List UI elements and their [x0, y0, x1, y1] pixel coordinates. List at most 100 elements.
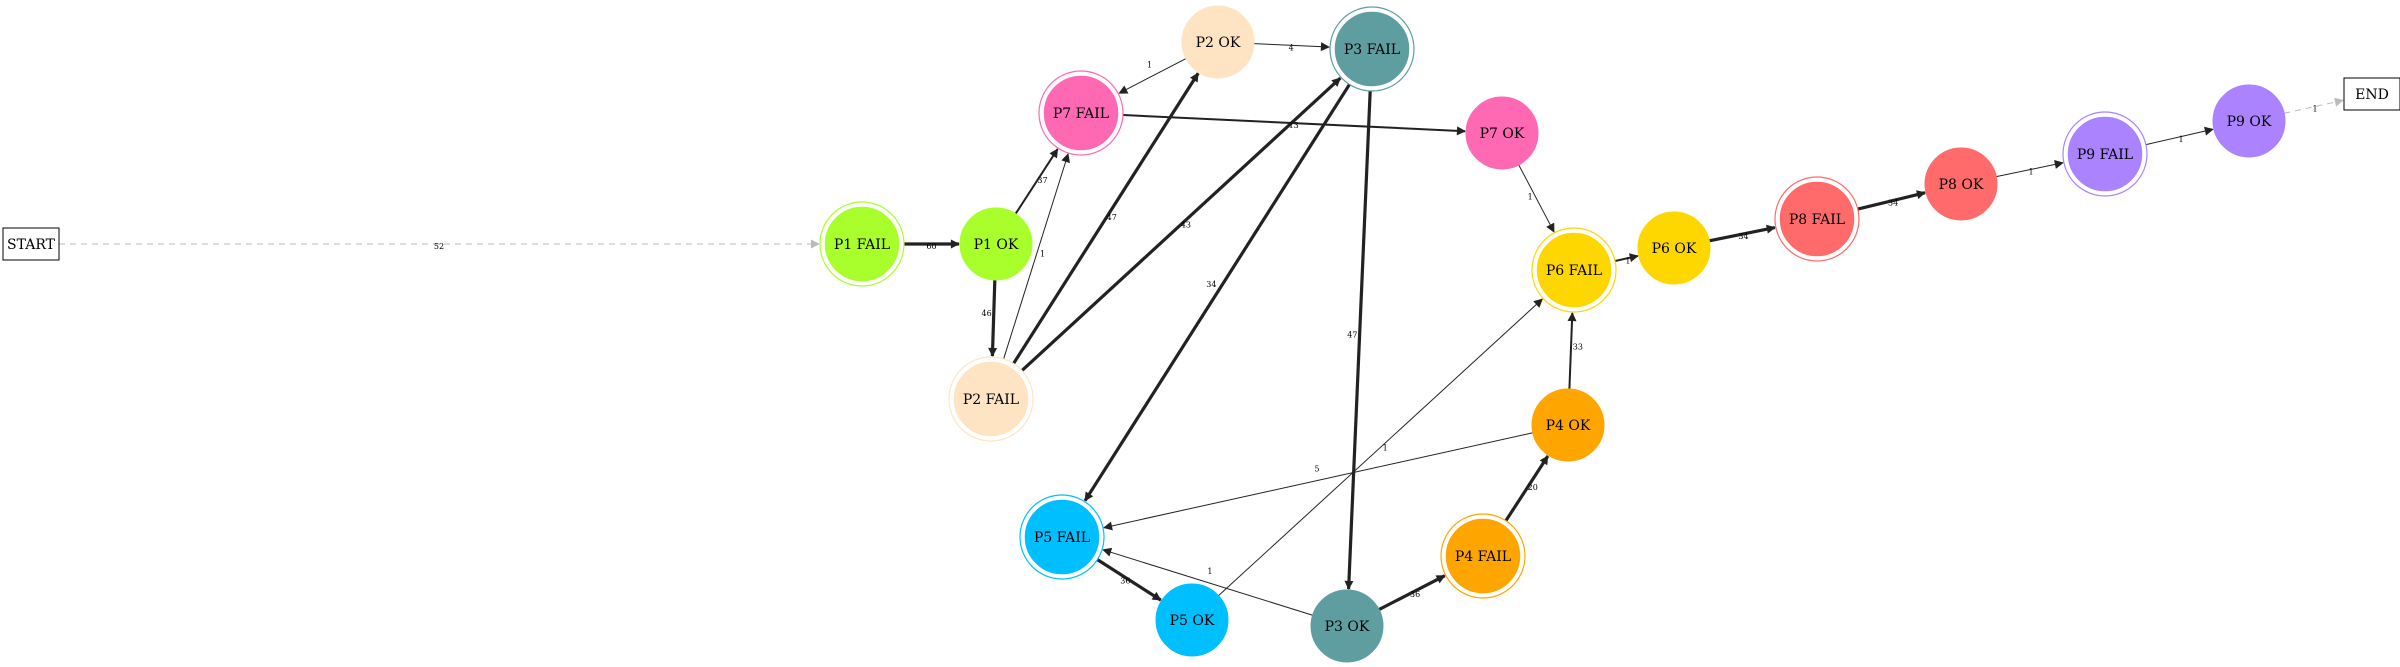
edge-P3F-P5F: 34	[1083, 83, 1351, 502]
edge-line	[1012, 72, 1200, 365]
node-start: START	[2, 227, 60, 261]
edge-label: 20	[1528, 483, 1538, 492]
node-p8f: P8 FAIL	[1774, 176, 1860, 262]
edge-P4O-P5F: 5	[1103, 432, 1533, 531]
node-circle	[1181, 5, 1255, 79]
node-end: END	[2343, 77, 2400, 111]
edge-line	[1122, 113, 1466, 136]
edge-P4F-P4O: 20	[1504, 455, 1550, 522]
edge-P2F-P3F: 43	[1020, 76, 1342, 372]
node-p1f: P1 FAIL	[819, 201, 905, 287]
edge-label: 46	[982, 309, 992, 318]
edge-line	[1567, 312, 1577, 390]
node-p4f: P4 FAIL	[1440, 513, 1526, 599]
edge-label: 43	[1181, 220, 1191, 229]
edge-line	[1253, 42, 1330, 52]
node-circle	[1042, 74, 1120, 152]
edge-label: 5	[1314, 464, 1319, 473]
node-outer-ring	[2062, 111, 2148, 197]
edge-label: 1	[1207, 567, 1212, 576]
edge-P9F-P9O: 1	[2145, 126, 2214, 146]
node-label: P5 OK	[1170, 613, 1215, 629]
node-layer: START END P1 FAIL P1 OK P2 FAIL P2 OK P7 FAIL P…	[2, 5, 2400, 663]
edge-line	[1857, 190, 1926, 211]
node-label: START	[7, 237, 56, 253]
edge-START-P1F: 52	[59, 239, 820, 251]
edge-line	[1102, 547, 1313, 616]
node-box	[2, 227, 60, 261]
edge-P7F-P7O: 13	[1122, 113, 1466, 136]
node-label: P3 OK	[1325, 619, 1370, 635]
node-box	[2343, 77, 2400, 111]
edge-P8F-P8O: 34	[1857, 190, 1926, 211]
node-p9o: P9 OK	[2212, 84, 2286, 158]
edge-label: 47	[1347, 331, 1357, 340]
node-p3f: P3 FAIL	[1329, 6, 1415, 92]
node-outer-ring	[948, 356, 1034, 442]
node-outer-ring	[819, 201, 905, 287]
edge-label: 34	[1738, 232, 1748, 241]
edge-line	[1096, 558, 1162, 602]
node-p1o: P1 OK	[959, 207, 1033, 281]
node-label: END	[2355, 87, 2389, 103]
edge-P2O-P7F: 1	[1118, 58, 1187, 94]
edge-label: 33	[1573, 342, 1583, 351]
node-label: P5 FAIL	[1034, 530, 1090, 546]
node-p8o: P8 OK	[1924, 147, 1998, 221]
edge-P3O-P4F: 36	[1378, 574, 1446, 611]
edge-P1F-P1O: 60	[904, 239, 960, 251]
node-p9f: P9 FAIL	[2062, 111, 2148, 197]
edge-P6O-P8F: 34	[1708, 224, 1776, 243]
edge-label: 1	[1147, 61, 1152, 70]
edge-line	[1614, 253, 1639, 263]
node-label: P8 OK	[1939, 177, 1984, 193]
node-label: P2 OK	[1196, 35, 1241, 51]
node-circle	[1155, 583, 1229, 657]
node-p5f: P5 FAIL	[1019, 494, 1105, 580]
edge-P1O-P2F: 46	[982, 279, 998, 357]
edge-line	[1218, 298, 1543, 597]
edge-P9O-END: 1	[2284, 97, 2344, 114]
node-circle	[1637, 211, 1711, 285]
edge-label: 60	[926, 242, 936, 251]
node-p2o: P2 OK	[1181, 5, 1255, 79]
edge-label: 47	[1107, 213, 1117, 222]
edge-line	[1504, 455, 1550, 522]
edge-line	[988, 279, 998, 357]
node-p7o: P7 OK	[1465, 96, 1539, 170]
node-circle	[959, 207, 1033, 281]
edge-label: 34	[1888, 199, 1898, 208]
edge-line	[2145, 126, 2214, 146]
node-p7f: P7 FAIL	[1038, 70, 1124, 156]
edge-P2F-P7F: 1	[1003, 153, 1070, 360]
edge-line	[1518, 164, 1555, 233]
node-p6o: P6 OK	[1637, 211, 1711, 285]
node-circle	[1333, 10, 1411, 88]
node-p3o: P3 OK	[1310, 589, 1384, 663]
edge-line	[1344, 90, 1372, 590]
node-circle	[2066, 115, 2144, 193]
node-label: P2 FAIL	[963, 392, 1019, 408]
node-outer-ring	[1019, 494, 1105, 580]
edge-line	[1014, 148, 1059, 215]
node-label: P1 FAIL	[834, 237, 890, 253]
edge-label: 1	[1383, 444, 1388, 453]
node-p5o: P5 OK	[1155, 583, 1229, 657]
node-label: P6 FAIL	[1546, 263, 1602, 279]
node-p2f: P2 FAIL	[948, 356, 1034, 442]
node-p4o: P4 OK	[1531, 388, 1605, 462]
edge-label: 1	[1625, 256, 1630, 265]
node-label: P1 OK	[974, 237, 1019, 253]
edge-label: 52	[434, 242, 444, 251]
node-label: P3 FAIL	[1344, 42, 1400, 58]
node-p6f: P6 FAIL	[1531, 227, 1617, 313]
edge-line	[1020, 76, 1342, 372]
node-label: P8 FAIL	[1789, 212, 1845, 228]
edge-line	[1996, 160, 2064, 178]
node-outer-ring	[1774, 176, 1860, 262]
edge-label: 1	[1040, 250, 1045, 259]
node-circle	[1310, 589, 1384, 663]
node-label: P9 OK	[2227, 114, 2272, 130]
